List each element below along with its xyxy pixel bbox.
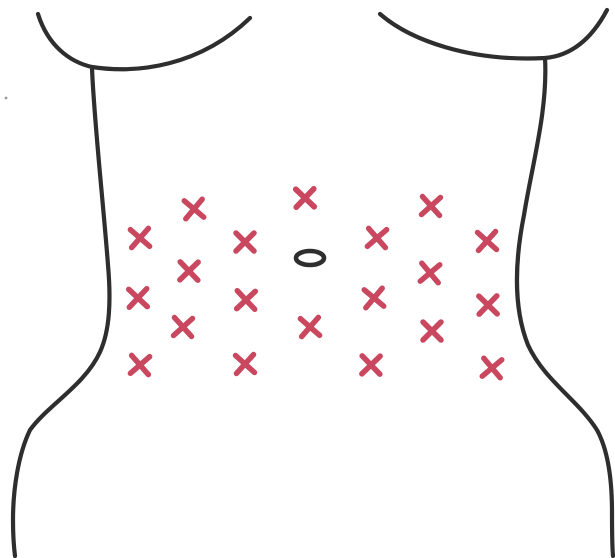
x-mark bbox=[129, 289, 148, 308]
x-mark bbox=[296, 189, 315, 208]
x-mark bbox=[236, 233, 254, 251]
x-mark bbox=[300, 317, 319, 336]
x-mark bbox=[130, 355, 149, 374]
stray-speck bbox=[5, 97, 8, 100]
navel bbox=[296, 251, 324, 265]
x-mark bbox=[482, 358, 502, 378]
left-body-outline bbox=[13, 68, 109, 556]
left-chest-curve bbox=[38, 14, 250, 69]
right-body-outline bbox=[517, 58, 613, 556]
x-mark bbox=[364, 288, 384, 308]
x-mark bbox=[174, 318, 193, 337]
x-mark bbox=[478, 232, 497, 251]
injection-site-marks bbox=[129, 189, 502, 378]
x-mark bbox=[237, 291, 256, 310]
x-mark bbox=[362, 356, 380, 374]
x-mark bbox=[180, 262, 198, 280]
x-mark bbox=[367, 228, 386, 247]
x-mark bbox=[130, 228, 149, 247]
x-mark bbox=[184, 199, 204, 219]
x-mark bbox=[423, 322, 441, 340]
x-mark bbox=[420, 263, 440, 283]
x-mark bbox=[236, 355, 255, 374]
right-chest-curve bbox=[380, 10, 607, 58]
x-mark bbox=[422, 197, 441, 216]
x-mark bbox=[479, 296, 497, 314]
